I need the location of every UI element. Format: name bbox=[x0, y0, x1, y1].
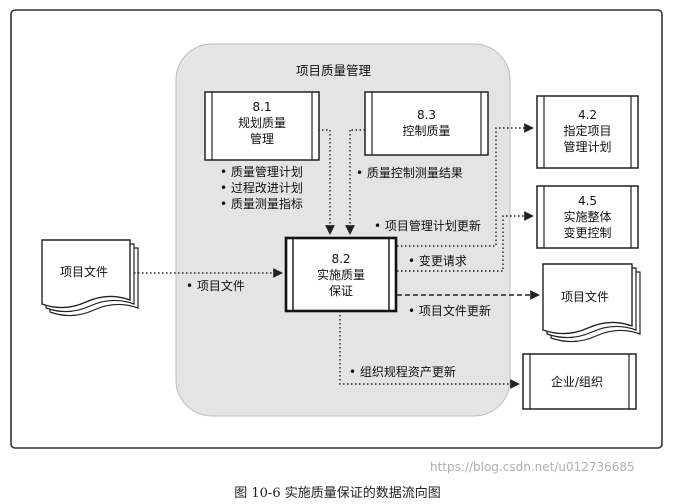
flow-8-2-to-4-5 bbox=[397, 211, 534, 272]
process-4-5-box bbox=[536, 185, 639, 249]
process-8-1-box bbox=[204, 91, 320, 161]
plan-output-item: • 质量管理计划 bbox=[220, 165, 303, 179]
project-docs-output-shape bbox=[542, 263, 641, 343]
process-8-3-id: 8.3 bbox=[416, 108, 437, 122]
process-4-2-box bbox=[536, 95, 639, 169]
outer-frame bbox=[10, 9, 663, 449]
enterprise-label: 企业/组织 bbox=[551, 375, 604, 389]
process-4-5-name-line2: 变更控制 bbox=[563, 226, 612, 240]
process-4-2-id: 4.2 bbox=[577, 108, 598, 122]
process-4-5-label: 4.5 实施整体 变更控制 bbox=[544, 193, 631, 241]
process-4-5-name-line1: 实施整体 bbox=[563, 210, 612, 224]
process-4-2-label: 4.2 指定项目 管理计划 bbox=[544, 107, 631, 155]
flow-8-2-to-enterprise bbox=[339, 311, 520, 389]
process-8-1-name-line2: 管理 bbox=[249, 132, 274, 146]
process-8-2-id: 8.2 bbox=[331, 252, 351, 266]
process-group-title: 项目质量管理 bbox=[296, 63, 372, 78]
flow-8-1-to-8-2 bbox=[318, 129, 335, 235]
plan-output-item: • 过程改进计划 bbox=[220, 181, 303, 195]
figure-caption: 图 10-6 实施质量保证的数据流向图 bbox=[234, 486, 441, 501]
process-8-1-id: 8.1 bbox=[252, 100, 272, 114]
process-8-1-label: 8.1 规划质量 管理 bbox=[212, 99, 312, 147]
project-docs-input-flow-label: • 项目文件 bbox=[186, 279, 245, 293]
process-8-2-name-line1: 实施质量 bbox=[316, 268, 365, 282]
process-8-2-box bbox=[284, 236, 398, 313]
enterprise-shape bbox=[522, 353, 637, 410]
project-docs-input-shape bbox=[41, 239, 139, 317]
project-docs-updates-label: • 项目文件更新 bbox=[408, 304, 491, 318]
process-4-2-name-line2: 管理计划 bbox=[563, 140, 612, 154]
process-4-2-name-line1: 指定项目 bbox=[563, 124, 612, 138]
process-8-2-label: 8.2 实施质量 保证 bbox=[293, 251, 389, 299]
plan-output-item: • 质量测量指标 bbox=[220, 197, 303, 211]
plan-outputs-list: • 质量管理计划 • 过程改进计划 • 质量测量指标 bbox=[220, 164, 303, 212]
watermark-text: https://blog.csdn.net/u012736685 bbox=[430, 460, 635, 474]
process-4-5-id: 4.5 bbox=[577, 194, 598, 208]
project-docs-output-label: 项目文件 bbox=[561, 290, 610, 304]
process-8-3-box bbox=[364, 91, 489, 156]
control-output-label: • 质量控制测量结果 bbox=[356, 166, 463, 180]
process-8-2-name-line2: 保证 bbox=[328, 284, 353, 298]
process-8-1-name-line1: 规划质量 bbox=[237, 116, 286, 130]
pm-plan-updates-label: • 项目管理计划更新 bbox=[374, 219, 481, 233]
process-8-3-label: 8.3 控制质量 bbox=[372, 107, 481, 139]
opa-updates-label: • 组织规程资产更新 bbox=[349, 365, 456, 379]
project-docs-input-label: 项目文件 bbox=[60, 265, 109, 279]
process-8-3-name: 控制质量 bbox=[402, 124, 451, 138]
change-requests-label: • 变更请求 bbox=[408, 254, 467, 268]
flow-8-2-to-4-2 bbox=[397, 123, 534, 247]
